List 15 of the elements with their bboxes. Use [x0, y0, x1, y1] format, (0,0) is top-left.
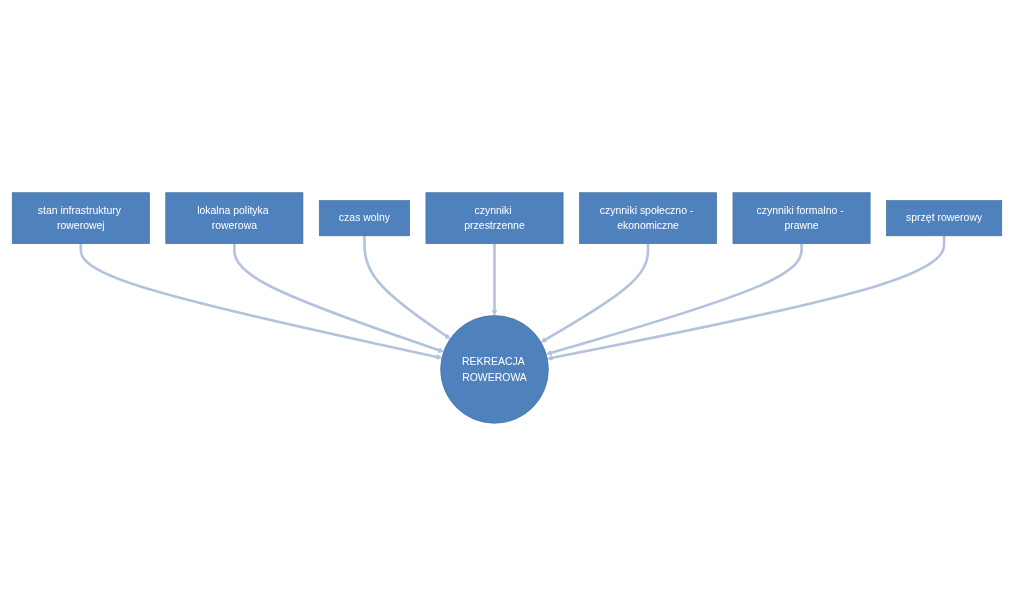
arrow: [547, 235, 946, 361]
arrow: [363, 235, 451, 339]
node-box: sprzęt rowerowy: [886, 199, 1003, 236]
arrow: [233, 243, 444, 353]
node-box: czynniki formalno - prawne: [732, 191, 871, 244]
node-box: lokalna polityka rowerowa: [165, 191, 304, 244]
arrow: [546, 243, 803, 356]
node-box: czynniki przestrzenne: [425, 191, 564, 244]
arrow: [79, 243, 443, 360]
node-circle: REKREACJA ROWEROWA: [440, 314, 549, 424]
node-box: czas wolny: [318, 199, 410, 236]
arrow: [540, 243, 650, 342]
node-box: stan infrastruktury rowerowej: [11, 191, 150, 244]
node-box: czynniki społeczno - ekonomiczne: [579, 191, 717, 244]
arrow: [491, 243, 498, 316]
